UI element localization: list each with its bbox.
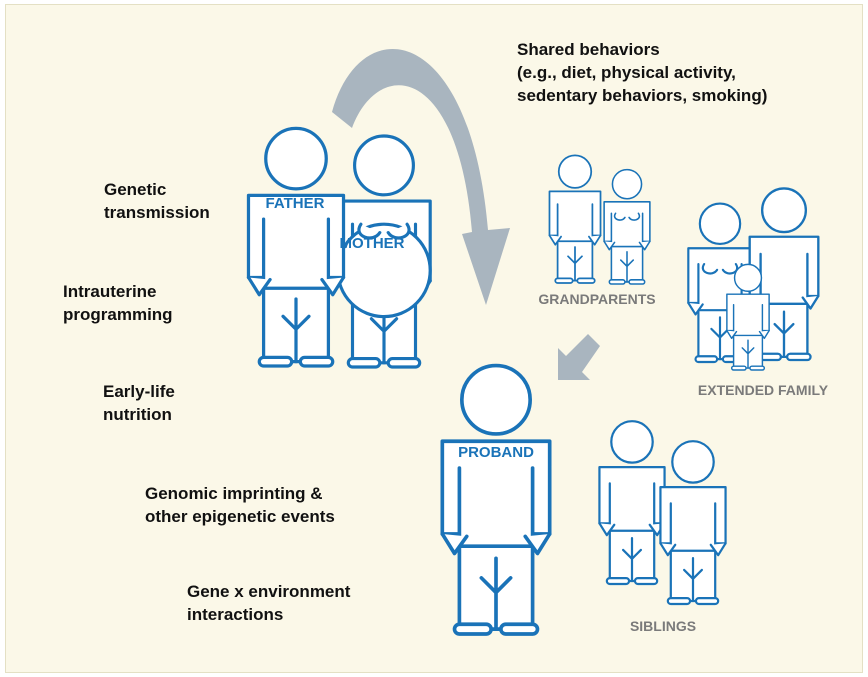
mother-label: MOTHER — [340, 235, 405, 252]
father-label: FATHER — [266, 195, 325, 212]
sibling-back-figure — [598, 420, 666, 586]
proband-figure — [440, 363, 552, 636]
influence-intrauterine-programming: Intrauterine programming — [63, 282, 173, 324]
influence-gene-environment: Gene x environment interactions — [187, 582, 351, 624]
extended-family-label: EXTENDED FAMILY — [698, 382, 829, 398]
grandparents-label: GRANDPARENTS — [538, 291, 655, 307]
influence-genomic-imprinting: Genomic imprinting & other epigenetic ev… — [145, 484, 335, 526]
grandparents-to-proband-arrow — [558, 334, 600, 380]
shared-behaviors-title: Shared behaviors — [517, 40, 660, 59]
shared-behaviors-curved-arrow — [332, 48, 510, 306]
influence-genetic-transmission: Genetic transmission — [104, 180, 210, 222]
proband-label: PROBAND — [458, 444, 534, 461]
grandfather-figure — [548, 154, 602, 284]
influence-early-life-nutrition: Early-life nutrition — [103, 382, 175, 424]
father-figure — [246, 126, 346, 368]
mother-figure — [336, 134, 432, 369]
shared-behaviors-detail: (e.g., diet, physical activity, sedentar… — [517, 63, 768, 105]
siblings-label: SIBLINGS — [630, 618, 696, 634]
extended-family-woman-figure — [687, 202, 753, 364]
sibling-front-figure — [659, 440, 727, 606]
grandmother-figure — [603, 168, 651, 285]
